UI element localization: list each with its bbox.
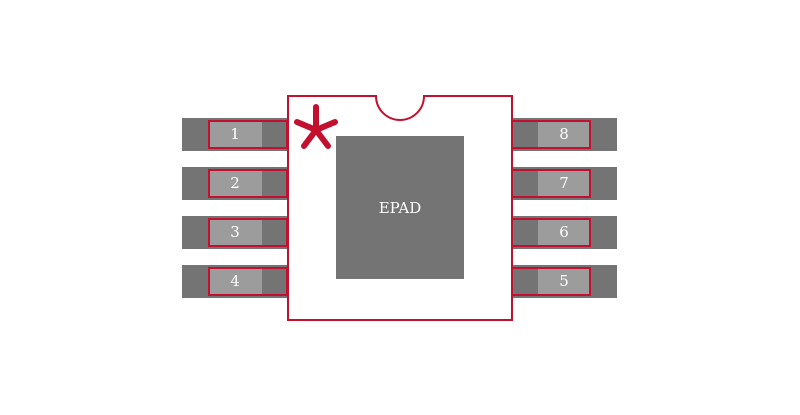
pin-6: 6 <box>511 216 617 249</box>
pin-4-number: 4 <box>230 272 240 290</box>
pin-2: 2 <box>182 167 288 200</box>
pin-2-number: 2 <box>230 174 240 192</box>
left-pin-row: 1 2 3 4 <box>182 118 288 298</box>
pin-8-number: 8 <box>559 125 569 143</box>
pin-1-face <box>209 121 262 148</box>
package-body-outline <box>287 95 513 321</box>
pin-5-number: 5 <box>559 272 569 290</box>
pin-6-number: 6 <box>559 223 569 241</box>
right-pin-row: 8 7 6 5 <box>511 118 617 298</box>
pin-7-face <box>538 170 590 197</box>
pin-4-face <box>209 268 262 295</box>
pin-6-face <box>538 219 590 246</box>
pin-5-face <box>538 268 590 295</box>
asterisk-icon <box>294 104 338 149</box>
pin-3-face <box>209 219 262 246</box>
exposed-pad <box>336 136 464 279</box>
pin-5: 5 <box>511 265 617 298</box>
pin-3-number: 3 <box>230 223 240 241</box>
pin-8-face <box>538 121 590 148</box>
pin-1-number: 1 <box>230 125 240 143</box>
exposed-pad-label: EPAD <box>379 199 422 217</box>
pin-1: 1 <box>182 118 288 151</box>
pin-7: 7 <box>511 167 617 200</box>
pin-2-face <box>209 170 262 197</box>
pin-7-number: 7 <box>559 174 569 192</box>
pin-4: 4 <box>182 265 288 298</box>
pin-3: 3 <box>182 216 288 249</box>
pin-8: 8 <box>511 118 617 151</box>
